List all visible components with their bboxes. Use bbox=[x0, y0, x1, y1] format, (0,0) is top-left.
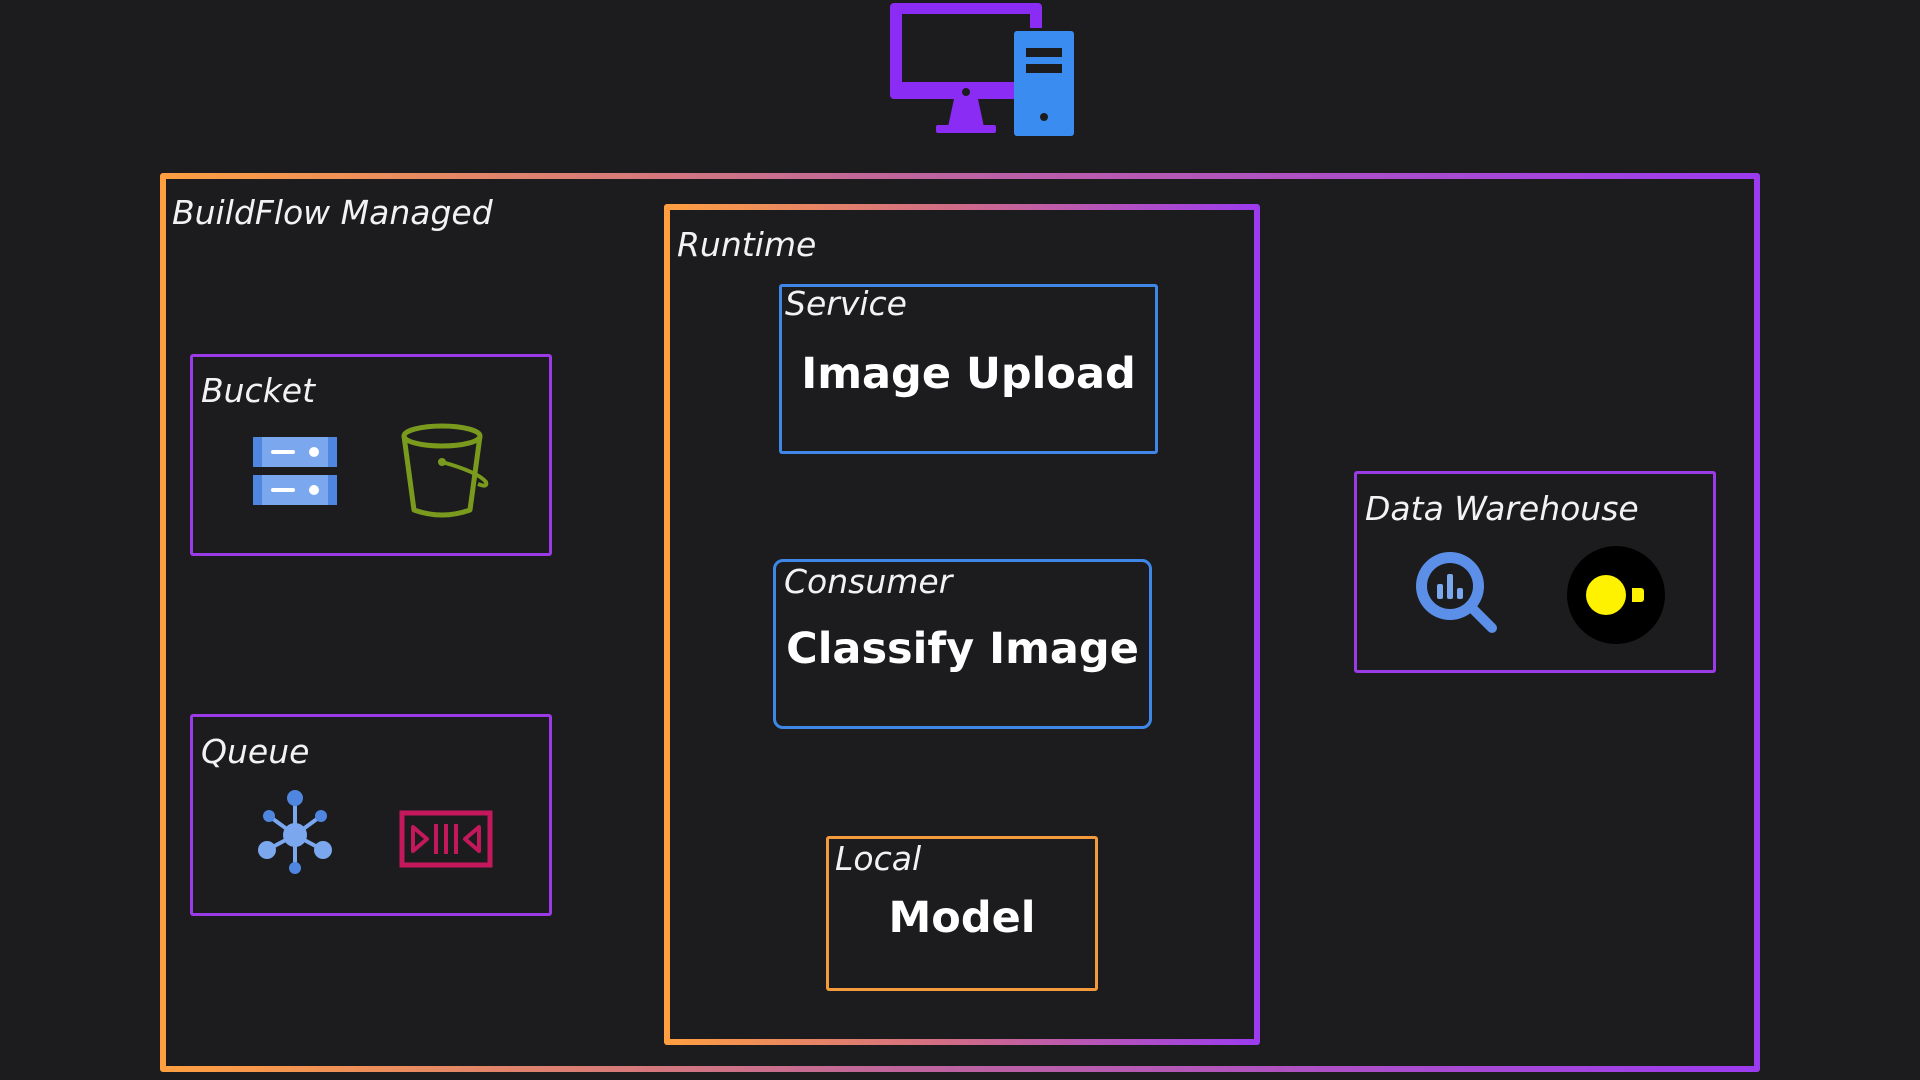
consumer-caption: Consumer bbox=[784, 562, 953, 601]
queue-box: Queue bbox=[190, 714, 552, 916]
runtime-label: Runtime bbox=[677, 225, 817, 264]
local-box: Local Model bbox=[826, 836, 1098, 991]
local-caption: Local bbox=[835, 839, 922, 878]
pubsub-hub-icon bbox=[258, 790, 332, 874]
storage-server-icon bbox=[253, 437, 337, 505]
consumer-title: Classify Image bbox=[786, 624, 1139, 674]
data-warehouse-caption: Data Warehouse bbox=[1365, 489, 1639, 528]
service-caption: Service bbox=[785, 284, 907, 323]
s3-bucket-icon bbox=[401, 423, 489, 518]
buildflow-managed-label: BuildFlow Managed bbox=[172, 193, 493, 232]
local-title: Model bbox=[888, 893, 1036, 943]
data-warehouse-box: Data Warehouse bbox=[1354, 471, 1716, 673]
kinesis-stream-icon bbox=[399, 810, 493, 868]
service-box: Service Image Upload bbox=[779, 284, 1158, 454]
service-title: Image Upload bbox=[801, 349, 1136, 399]
duckdb-icon bbox=[1567, 546, 1665, 644]
bigquery-icon bbox=[1416, 552, 1497, 633]
bucket-box: Bucket bbox=[190, 354, 552, 556]
consumer-box: Consumer Classify Image bbox=[773, 559, 1152, 729]
computer-monitor-and-tower-icon bbox=[890, 3, 1076, 136]
queue-caption: Queue bbox=[201, 732, 310, 771]
bucket-caption: Bucket bbox=[201, 371, 316, 410]
